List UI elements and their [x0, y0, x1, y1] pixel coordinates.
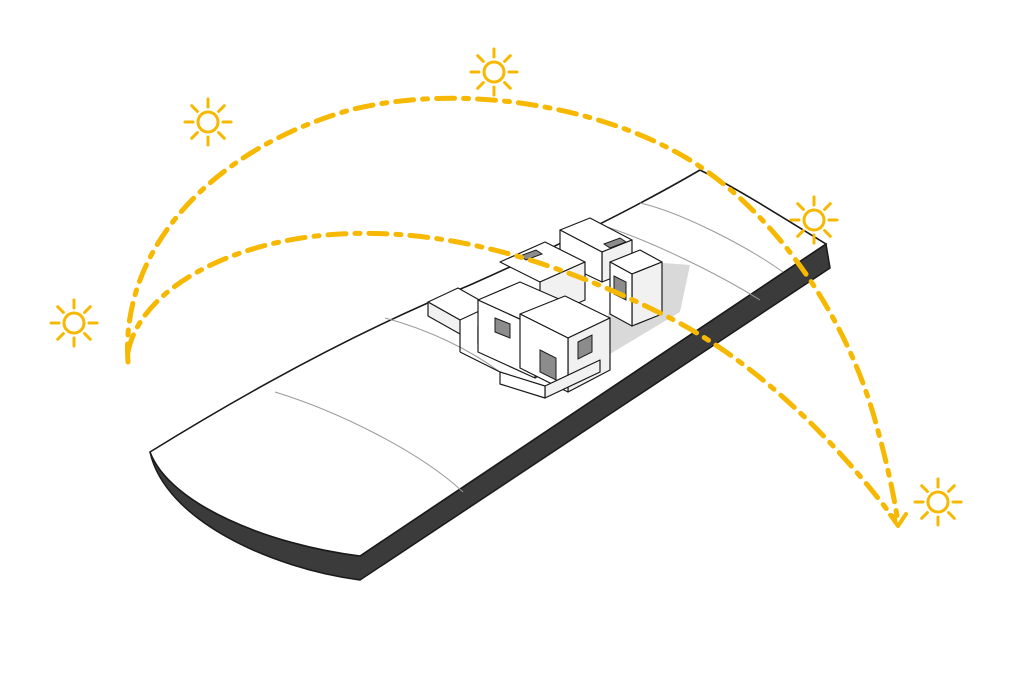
- sun-icon: [469, 47, 519, 97]
- house-base: [499, 359, 601, 399]
- winter-sun-path: [125, 230, 898, 523]
- terrain-contours: [274, 202, 784, 493]
- sun-icon: [183, 97, 233, 147]
- site-slab-top: [149, 169, 828, 557]
- summer-sun-path: [125, 95, 901, 525]
- sun-icon: [913, 477, 963, 527]
- sun-icon: [789, 195, 839, 245]
- sun-path-arrow: [888, 512, 908, 528]
- house-model: [427, 217, 663, 399]
- house-garage-wing: [609, 249, 663, 327]
- sun-icon: [49, 298, 99, 348]
